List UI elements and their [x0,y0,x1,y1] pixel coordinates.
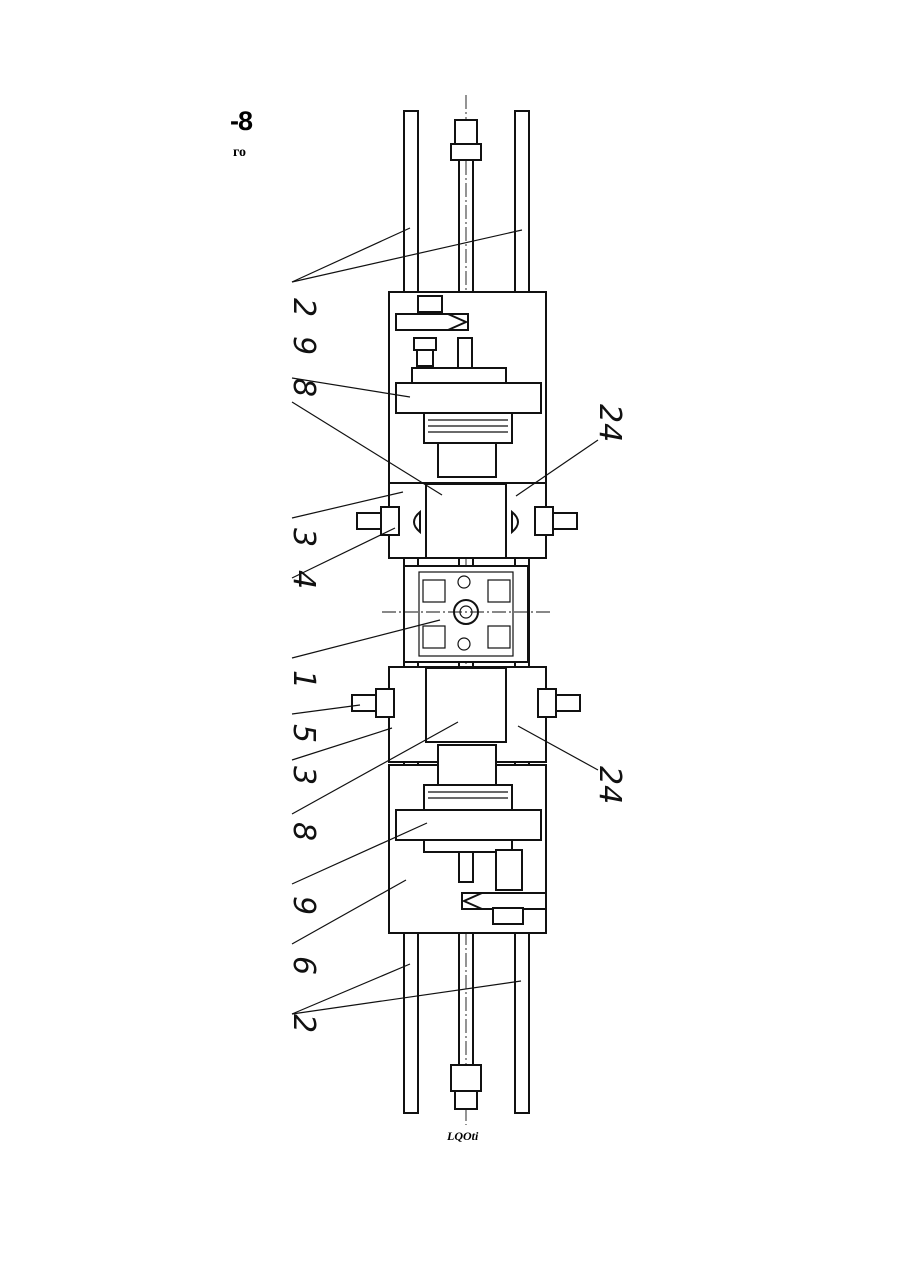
callout-9-bottom: 9 [286,896,321,915]
callout-8-top: 8 [286,378,321,397]
callout-8-bottom: 8 [286,822,321,841]
callout-4: 4 [286,570,321,589]
upper-housing [389,292,546,484]
callout-2-bottom: 2 [286,1014,321,1033]
callout-1: 1 [286,670,321,689]
central-body [382,566,550,662]
figure-caption: LQOti [447,1129,478,1144]
callout-3-top: 3 [286,528,321,547]
callout-6: 6 [286,956,321,975]
callout-24-top: 24 [592,404,627,442]
callout-5: 5 [286,724,321,743]
callout-3-bottom: 3 [286,766,321,785]
callout-9-top: 9 [286,336,321,355]
callout-2-top: 2 [286,298,321,317]
lower-housing [389,745,546,933]
callout-24-bottom: 24 [592,766,627,804]
upper-clamp-block [357,483,577,558]
